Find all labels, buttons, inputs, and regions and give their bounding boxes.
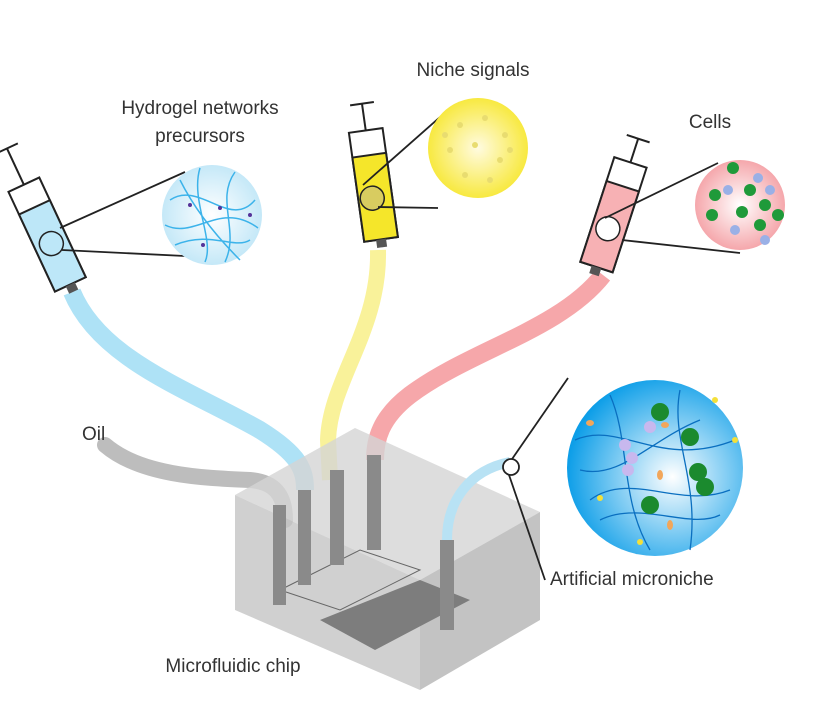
microniche-magnified: [502, 380, 743, 556]
label-oil: Oil: [82, 424, 105, 445]
label-cells: Cells: [689, 112, 731, 133]
label-hydrogel-line2: precursors: [155, 126, 245, 147]
niche-signals-magnified: [428, 98, 528, 198]
label-hydrogel-line1: Hydrogel networks: [121, 98, 278, 119]
niche-tube: [319, 249, 387, 481]
label-niche-signals: Niche signals: [417, 60, 530, 81]
label-artificial-microniche: Artificial microniche: [550, 569, 714, 590]
cells-syringe: [579, 134, 650, 277]
hydrogel-syringe: [0, 142, 88, 294]
hydrogel-tube: [63, 288, 314, 491]
microfluidic-chip: [235, 428, 540, 690]
hydrogel-magnified: [162, 165, 262, 265]
label-microfluidic-chip: Microfluidic chip: [165, 656, 300, 677]
cells-tube: [366, 269, 611, 461]
niche-syringe: [347, 101, 400, 248]
zoom-lines: [59, 109, 741, 581]
cells-magnified: [695, 160, 785, 250]
